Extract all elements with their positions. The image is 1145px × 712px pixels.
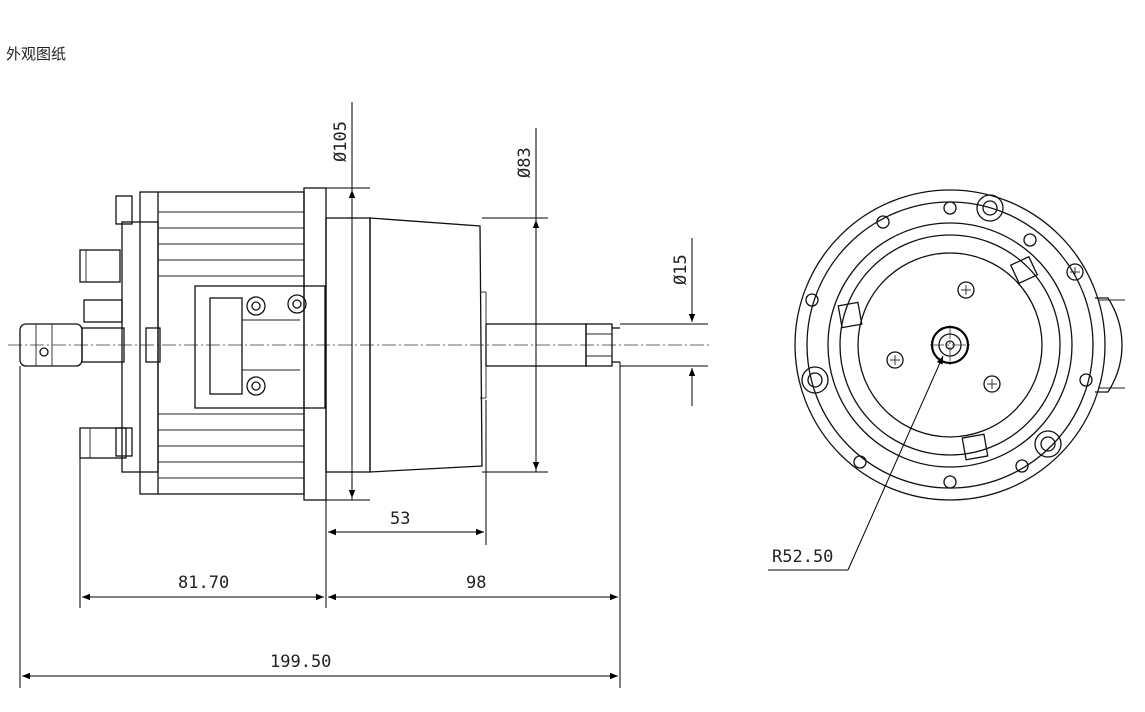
motor-side-view xyxy=(8,187,710,501)
page-title: 外观图纸 xyxy=(6,45,67,63)
dim-length-98: 98 xyxy=(466,573,486,593)
dim-radius-52-50: R52.50 xyxy=(772,547,833,567)
dim-diameter-105: Ø105 xyxy=(331,121,351,162)
flange xyxy=(303,187,327,501)
dim-diameter-15: Ø15 xyxy=(671,254,691,285)
screw-4 xyxy=(1066,263,1084,281)
motor-front-view xyxy=(768,189,1125,571)
rotor-shroud xyxy=(369,217,483,473)
rear-terminals xyxy=(79,195,133,459)
dimension-lines xyxy=(19,102,708,688)
screw-1 xyxy=(957,281,975,299)
dim-diameter-83: Ø83 xyxy=(515,147,535,178)
finned-housing xyxy=(139,191,326,495)
rear-shaft xyxy=(19,323,125,367)
dim-length-81-70: 81.70 xyxy=(178,573,229,593)
dim-length-53: 53 xyxy=(390,509,410,529)
screw-3 xyxy=(983,375,1001,393)
screw-2 xyxy=(886,351,904,369)
dim-length-199-50: 199.50 xyxy=(270,652,331,672)
